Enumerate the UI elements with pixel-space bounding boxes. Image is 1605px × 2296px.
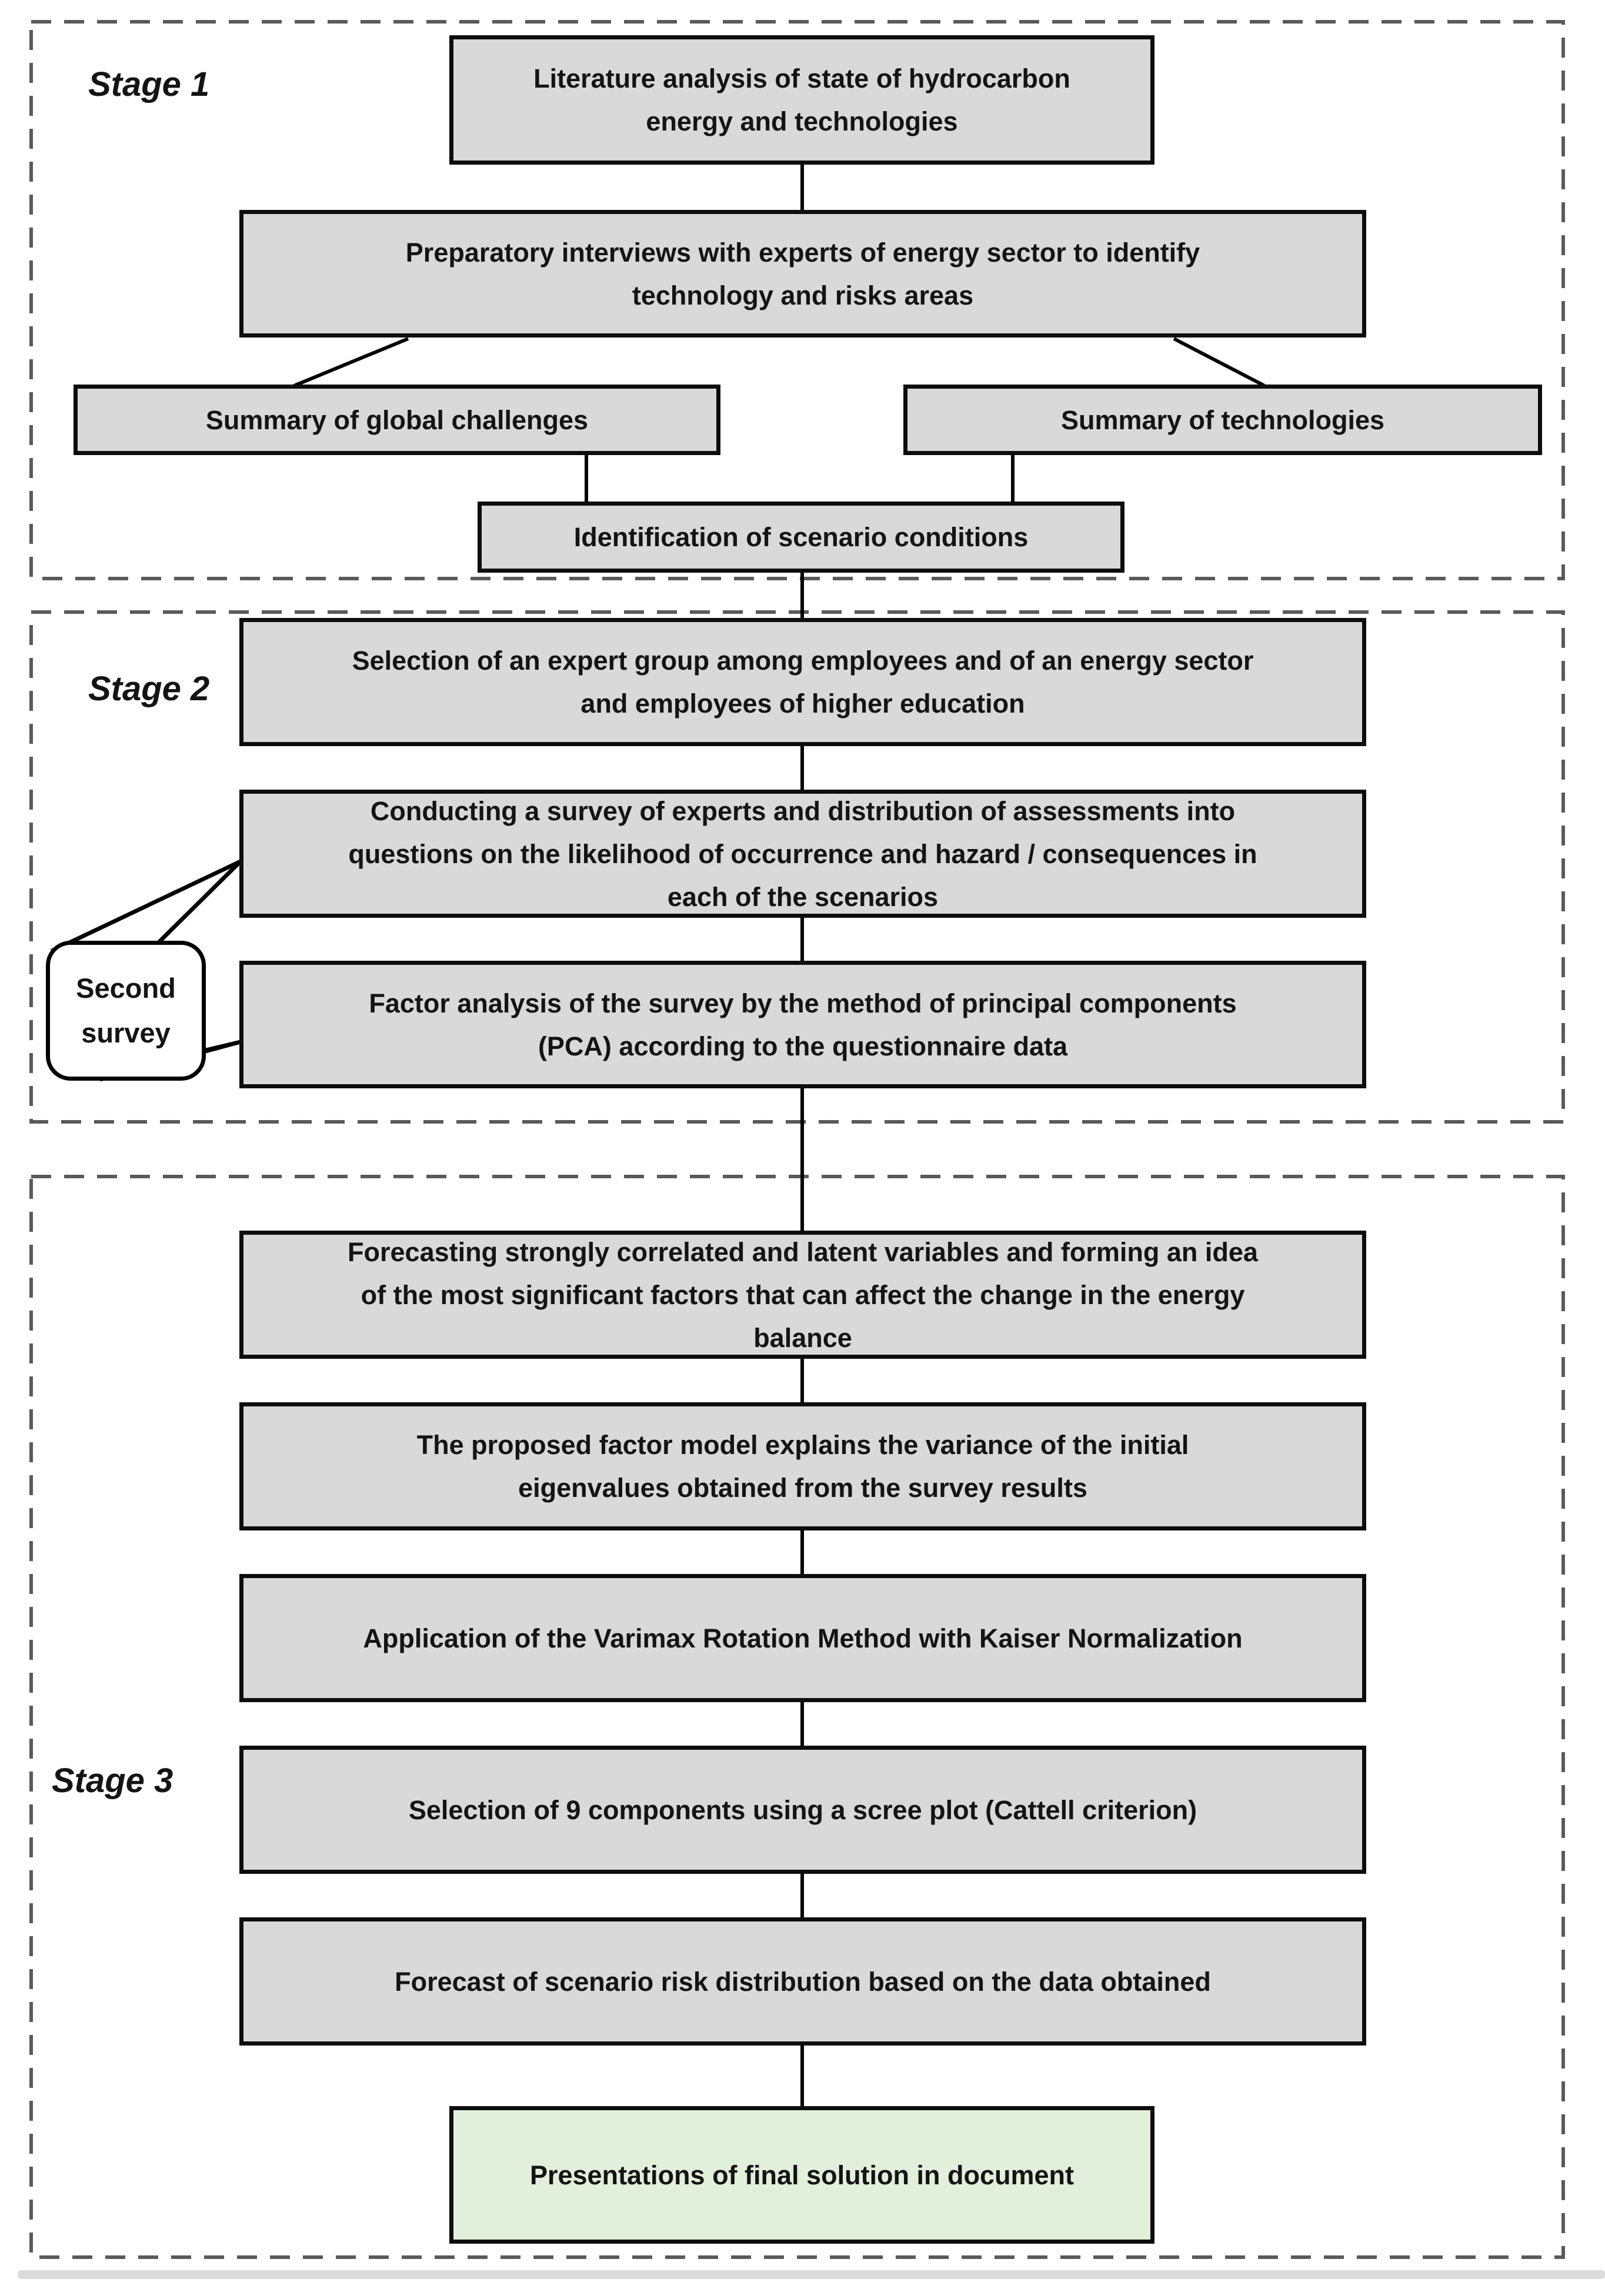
- connector-factor-model-to-varimax: [800, 1530, 804, 1575]
- box-final-solution: Presentations of final solution in docum…: [449, 2106, 1154, 2244]
- connector-forecasting-to-factor-model: [800, 1359, 804, 1403]
- box-summary-global-challenges: Summary of global challenges: [74, 385, 720, 455]
- box-preparatory-interviews: Preparatory interviews with experts of e…: [239, 210, 1366, 337]
- box-conducting-survey: Conducting a survey of experts and distr…: [239, 790, 1366, 918]
- box-scree-plot-selection: Selection of 9 components using a scree …: [239, 1746, 1366, 1874]
- connector-scree-to-risk-forecast: [800, 1874, 804, 1918]
- connector-technologies-to-scenario: [1011, 455, 1015, 502]
- connector-scenario-to-expert-group: [800, 573, 804, 619]
- connector-interviews-to-global-challenges: [293, 337, 409, 387]
- second-survey-callout: Second survey: [46, 941, 206, 1081]
- connector-factor-analysis-to-forecasting: [800, 1088, 804, 1231]
- box-factor-model: The proposed factor model explains the v…: [239, 1402, 1366, 1530]
- connector-varimax-to-scree: [800, 1702, 804, 1746]
- box-factor-analysis: Factor analysis of the survey by the met…: [239, 961, 1366, 1088]
- connector-survey-to-factor-analysis: [800, 918, 804, 961]
- connector-global-challenges-to-scenario: [585, 455, 588, 502]
- page-edge-strip: [18, 2270, 1605, 2279]
- box-summary-technologies: Summary of technologies: [903, 385, 1542, 455]
- box-literature-analysis: Literature analysis of state of hydrocar…: [449, 35, 1154, 165]
- connector-interviews-to-technologies: [1173, 337, 1266, 387]
- connector-risk-forecast-to-final: [800, 2046, 804, 2107]
- stage1-label: Stage 1: [88, 65, 210, 103]
- box-risk-forecast: Forecast of scenario risk distribution b…: [239, 1917, 1366, 2046]
- box-expert-group-selection: Selection of an expert group among emplo…: [239, 618, 1366, 746]
- stage3-label: Stage 3: [52, 1762, 173, 1800]
- box-varimax-rotation: Application of the Varimax Rotation Meth…: [239, 1574, 1366, 1702]
- connector-literature-to-interviews: [800, 165, 804, 210]
- stage2-label: Stage 2: [88, 670, 210, 708]
- box-identification-scenario-conditions: Identification of scenario conditions: [478, 502, 1124, 573]
- box-forecasting-variables: Forecasting strongly correlated and late…: [239, 1231, 1366, 1359]
- connector-expert-group-to-survey: [800, 746, 804, 790]
